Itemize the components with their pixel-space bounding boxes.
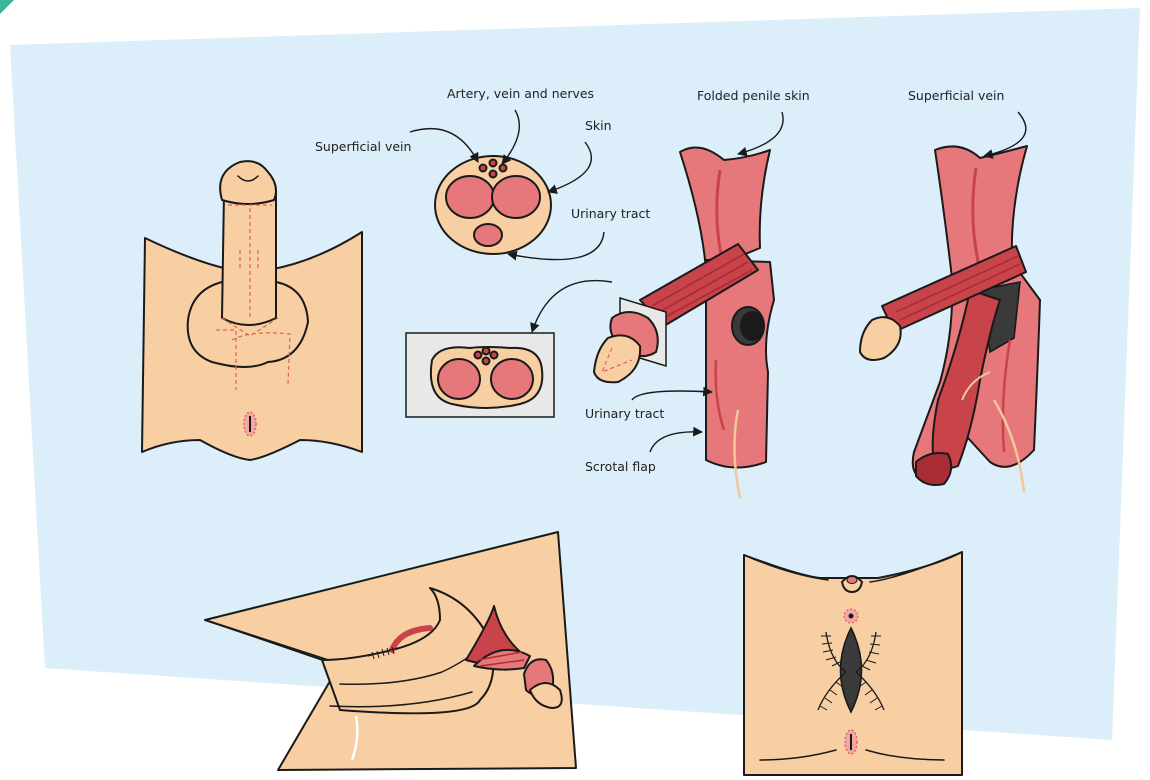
label-artery-vein-nerves: Artery, vein and nerves xyxy=(447,86,594,101)
label-folded-penile-skin: Folded penile skin xyxy=(697,88,810,103)
label-urinary-tract-bottom: Urinary tract xyxy=(585,406,664,421)
label-superficial-vein-right: Superficial vein xyxy=(908,88,1004,103)
panel-cross-section xyxy=(435,156,551,254)
label-skin: Skin xyxy=(585,118,612,133)
panel-postop-result xyxy=(744,552,962,775)
label-scrotal-flap: Scrotal flap xyxy=(585,459,656,474)
panel-cross-section-box xyxy=(406,333,554,417)
label-superficial-vein-left: Superficial vein xyxy=(315,139,411,154)
label-urinary-tract-top: Urinary tract xyxy=(571,206,650,221)
corner-accent xyxy=(0,0,14,14)
